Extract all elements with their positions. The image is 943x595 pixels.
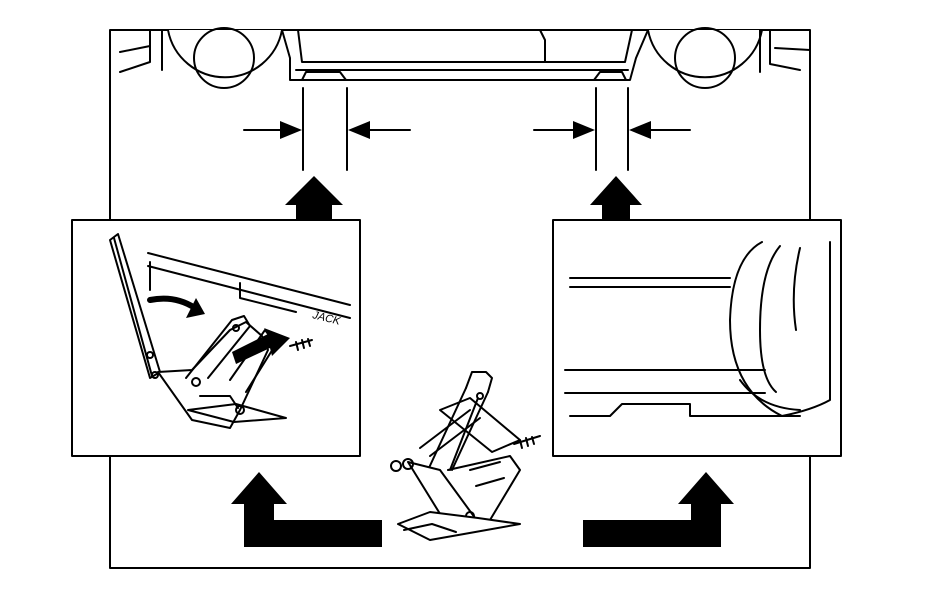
rear-lift-point-marker [533,87,691,171]
right-wheel [647,27,811,89]
right-inset-lift-detail [564,241,831,417]
front-up-arrow-icon [285,176,343,220]
front-lift-point-marker [243,87,411,171]
right-bent-arrow-icon [583,472,734,547]
left-bent-arrow-icon [231,472,382,547]
left-inset-push-arrow-icon [232,328,290,364]
rear-lift-pad [593,71,627,81]
scissor-jack-icon [390,371,541,541]
rear-up-arrow-icon [590,176,642,220]
front-lift-pad [301,71,347,81]
left-wheel [119,27,283,89]
left-inset-jack-engagement: JACK [109,233,351,429]
vehicle-underside [119,27,811,89]
